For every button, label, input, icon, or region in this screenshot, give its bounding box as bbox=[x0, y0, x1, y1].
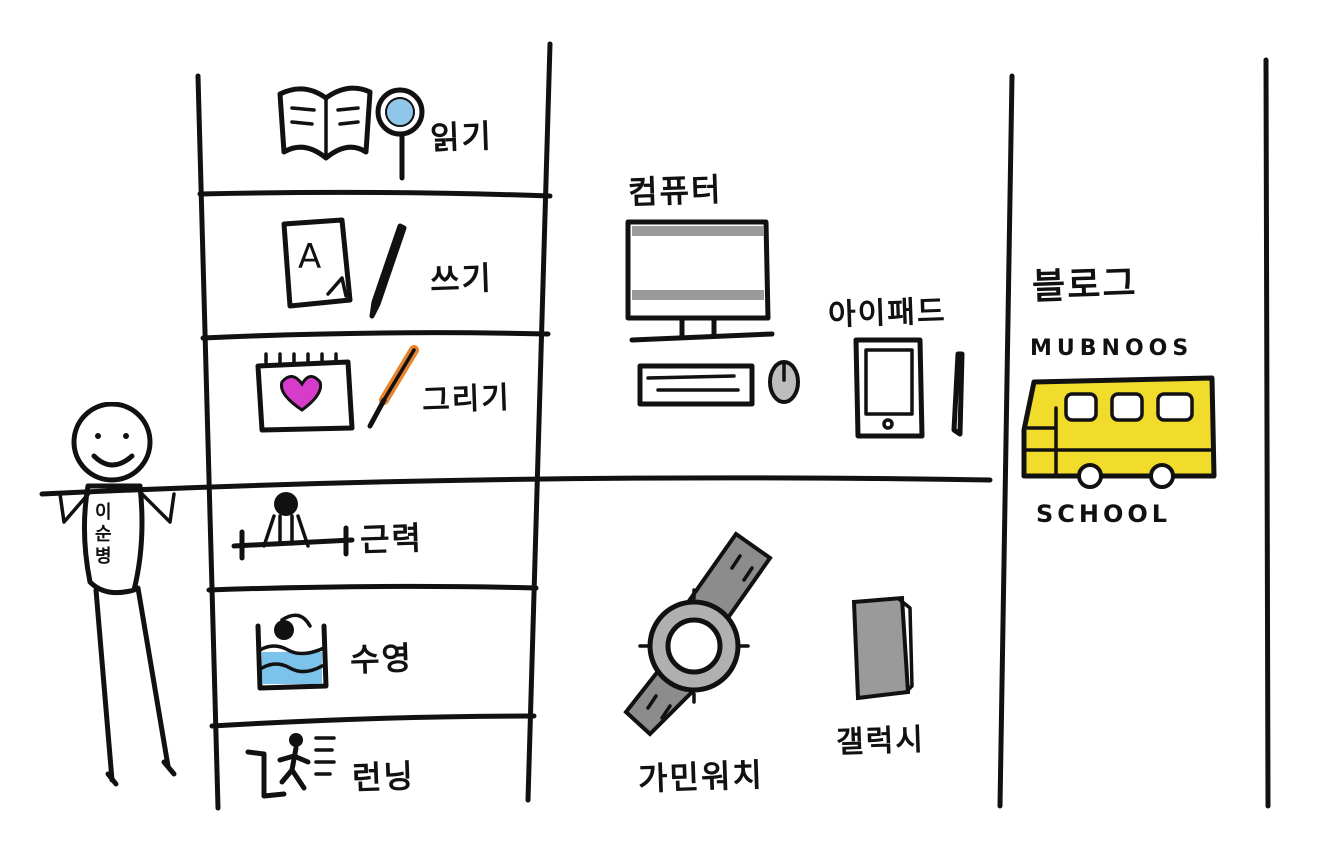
right-border-line bbox=[1263, 57, 1271, 809]
ladder-rung-2 bbox=[200, 330, 551, 341]
book-magnifier-icon bbox=[277, 85, 425, 181]
paper-pen-icon: A bbox=[281, 217, 407, 319]
school-bus-icon bbox=[1021, 375, 1217, 489]
bus-top-text: MUBNOOS bbox=[1030, 336, 1194, 361]
swimming-icon bbox=[255, 613, 329, 691]
activity-label-strength: 근력 bbox=[359, 518, 424, 560]
device-label-galaxy: 갤럭시 bbox=[835, 722, 926, 761]
canvas-brush-icon bbox=[255, 345, 419, 433]
ladder-right-rail bbox=[525, 41, 553, 803]
device-label-garmin: 가민워치 bbox=[637, 755, 765, 799]
ladder-rung-4 bbox=[209, 713, 537, 729]
barbell-icon bbox=[231, 492, 355, 561]
device-label-ipad: 아이패드 bbox=[827, 293, 948, 334]
galaxy-phone-icon bbox=[851, 595, 914, 701]
ladder-rung-1 bbox=[197, 189, 553, 199]
activity-label-writing: 쓰기 bbox=[429, 258, 494, 300]
ladder-left-rail bbox=[195, 73, 221, 811]
shirt-text: 이순병 bbox=[95, 502, 112, 567]
ipad-pencil-icon bbox=[853, 337, 965, 439]
horizontal-divider-line bbox=[39, 475, 993, 497]
activity-label-drawing: 그리기 bbox=[421, 380, 512, 419]
running-icon bbox=[245, 733, 336, 799]
computer-icon bbox=[625, 219, 800, 407]
activity-label-swimming: 수영 bbox=[349, 638, 414, 680]
stick-figure-person bbox=[58, 402, 177, 787]
svg-text:A: A bbox=[298, 237, 321, 277]
column-divider-line bbox=[997, 73, 1015, 809]
blog-title: 블로그 bbox=[1031, 263, 1139, 308]
shirt-body bbox=[81, 483, 145, 596]
garmin-watch-icon bbox=[623, 531, 773, 737]
device-label-computer: 컴퓨터 bbox=[627, 170, 724, 212]
bus-bottom-text: SCHOOL bbox=[1036, 500, 1172, 528]
activity-label-reading: 읽기 bbox=[429, 116, 494, 158]
ladder-rung-3 bbox=[206, 583, 539, 593]
activity-label-running: 런닝 bbox=[351, 756, 416, 798]
